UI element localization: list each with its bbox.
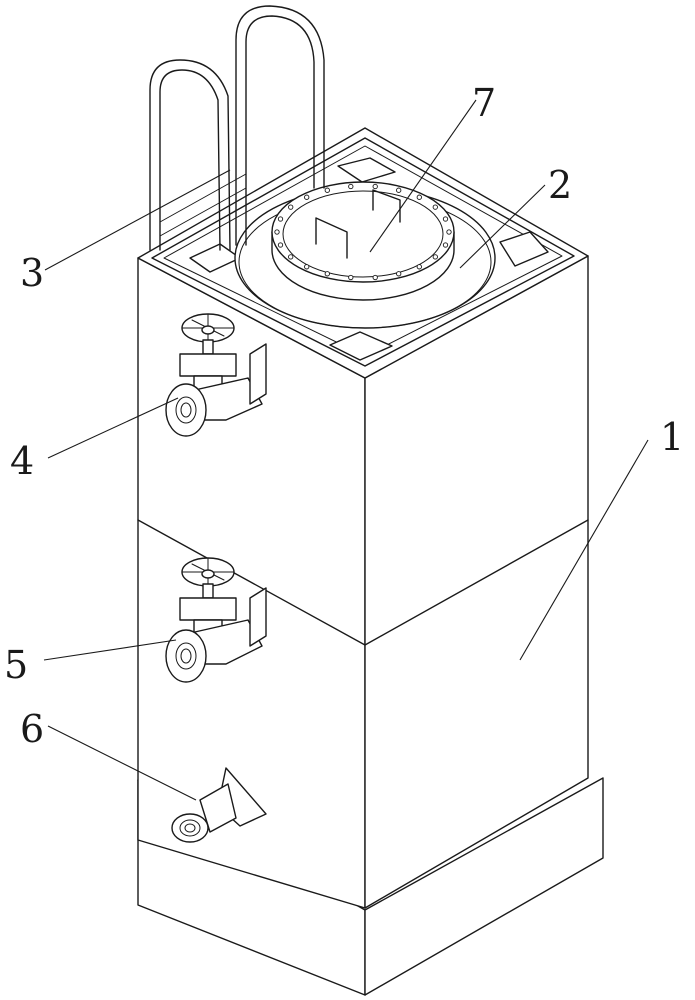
cover-bolt	[432, 204, 438, 210]
callout-3: 3	[20, 251, 44, 295]
callout-labels: 1 2 3 4 5 6 7	[4, 81, 684, 751]
cover-bolt-ring	[274, 183, 452, 281]
cover-bolt	[442, 216, 449, 222]
lifting-handles	[149, 5, 325, 251]
callout-2: 2	[548, 163, 572, 207]
leader-lines	[43, 99, 649, 801]
cover-bolt	[288, 204, 294, 210]
cover-bolt	[324, 271, 330, 277]
cover-bolt	[274, 229, 280, 235]
cover-bolt	[372, 274, 378, 281]
callout-7: 7	[472, 81, 496, 125]
cover-bolt	[324, 187, 330, 193]
callout-6: 6	[20, 707, 44, 751]
cover-bolt	[348, 183, 354, 190]
cover-bolt	[372, 183, 378, 190]
cover-bolt	[416, 264, 422, 270]
callout-5: 5	[4, 643, 28, 687]
cover-bolt	[304, 264, 310, 270]
cover-bolt	[288, 254, 294, 260]
manhole-cover	[271, 181, 455, 301]
cover-bolt	[396, 271, 402, 277]
cover-bolt	[348, 274, 354, 281]
cover-bolt	[442, 242, 449, 248]
lower-valve	[165, 557, 267, 683]
callout-4: 4	[10, 439, 34, 483]
cover-bolt	[277, 242, 284, 248]
cover-bolt	[277, 216, 284, 222]
cover-bolt	[396, 187, 402, 193]
callout-1: 1	[660, 415, 684, 459]
upper-valve	[165, 313, 267, 437]
cover-bolt	[432, 254, 438, 260]
cover-bolt	[304, 194, 310, 200]
cover-bolt	[416, 194, 422, 200]
drain-valve	[171, 767, 267, 843]
cover-bolt	[446, 229, 452, 235]
